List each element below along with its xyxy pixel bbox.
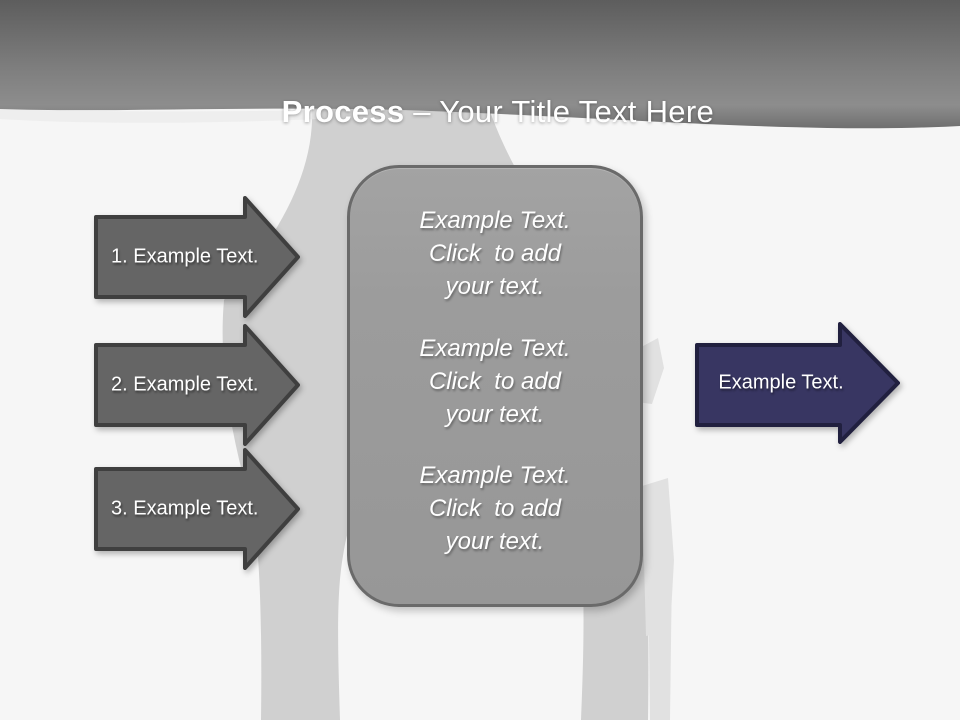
content-box[interactable]: Example Text. Click to add your text. Ex… [347, 165, 643, 607]
process-step-arrow-1[interactable]: 1. Example Text. [94, 196, 300, 318]
slide-title: Process – Your Title Text Here [0, 52, 960, 172]
process-step-arrow-1-label[interactable]: 1. Example Text. [111, 245, 259, 268]
process-step-arrow-2[interactable]: 2. Example Text. [94, 324, 300, 446]
placeholder-line: your text. [445, 273, 545, 300]
title-emphasis: Process [281, 94, 405, 129]
header-band [0, 0, 960, 129]
placeholder-line: Example Text. [419, 462, 571, 489]
placeholder-line: your text. [445, 528, 545, 555]
result-arrow-label[interactable]: Example Text. [718, 371, 844, 394]
right-arrow-shape [695, 322, 900, 444]
placeholder-line: Click to add [428, 495, 562, 522]
placeholder-line: your text. [445, 400, 545, 428]
text-placeholder-1[interactable]: Example Text. Click to add your text. [364, 204, 626, 303]
placeholder-line: Example Text. [419, 334, 571, 362]
process-step-arrow-3-label[interactable]: 3. Example Text. [111, 497, 259, 520]
placeholder-line: Click to add [428, 240, 562, 267]
placeholder-line: Click to add [428, 367, 562, 395]
right-arrow-shape [94, 448, 300, 570]
title-text: Your Title Text Here [439, 94, 715, 129]
placeholder-line: Example Text. [419, 207, 571, 234]
process-step-arrow-3[interactable]: 3. Example Text. [94, 448, 300, 570]
process-step-arrow-2-label[interactable]: 2. Example Text. [111, 373, 259, 396]
silhouette-detail-shapes [632, 338, 674, 720]
result-arrow[interactable]: Example Text. [695, 322, 900, 444]
title-separator: – [404, 94, 440, 129]
text-placeholder-2[interactable]: Example Text. Click to add your text. [364, 332, 626, 431]
right-arrow-shape [94, 324, 300, 446]
underband-sweep [0, 109, 320, 123]
right-arrow-shape [94, 196, 300, 318]
text-placeholder-3[interactable]: Example Text. Click to add your text. [364, 459, 626, 558]
